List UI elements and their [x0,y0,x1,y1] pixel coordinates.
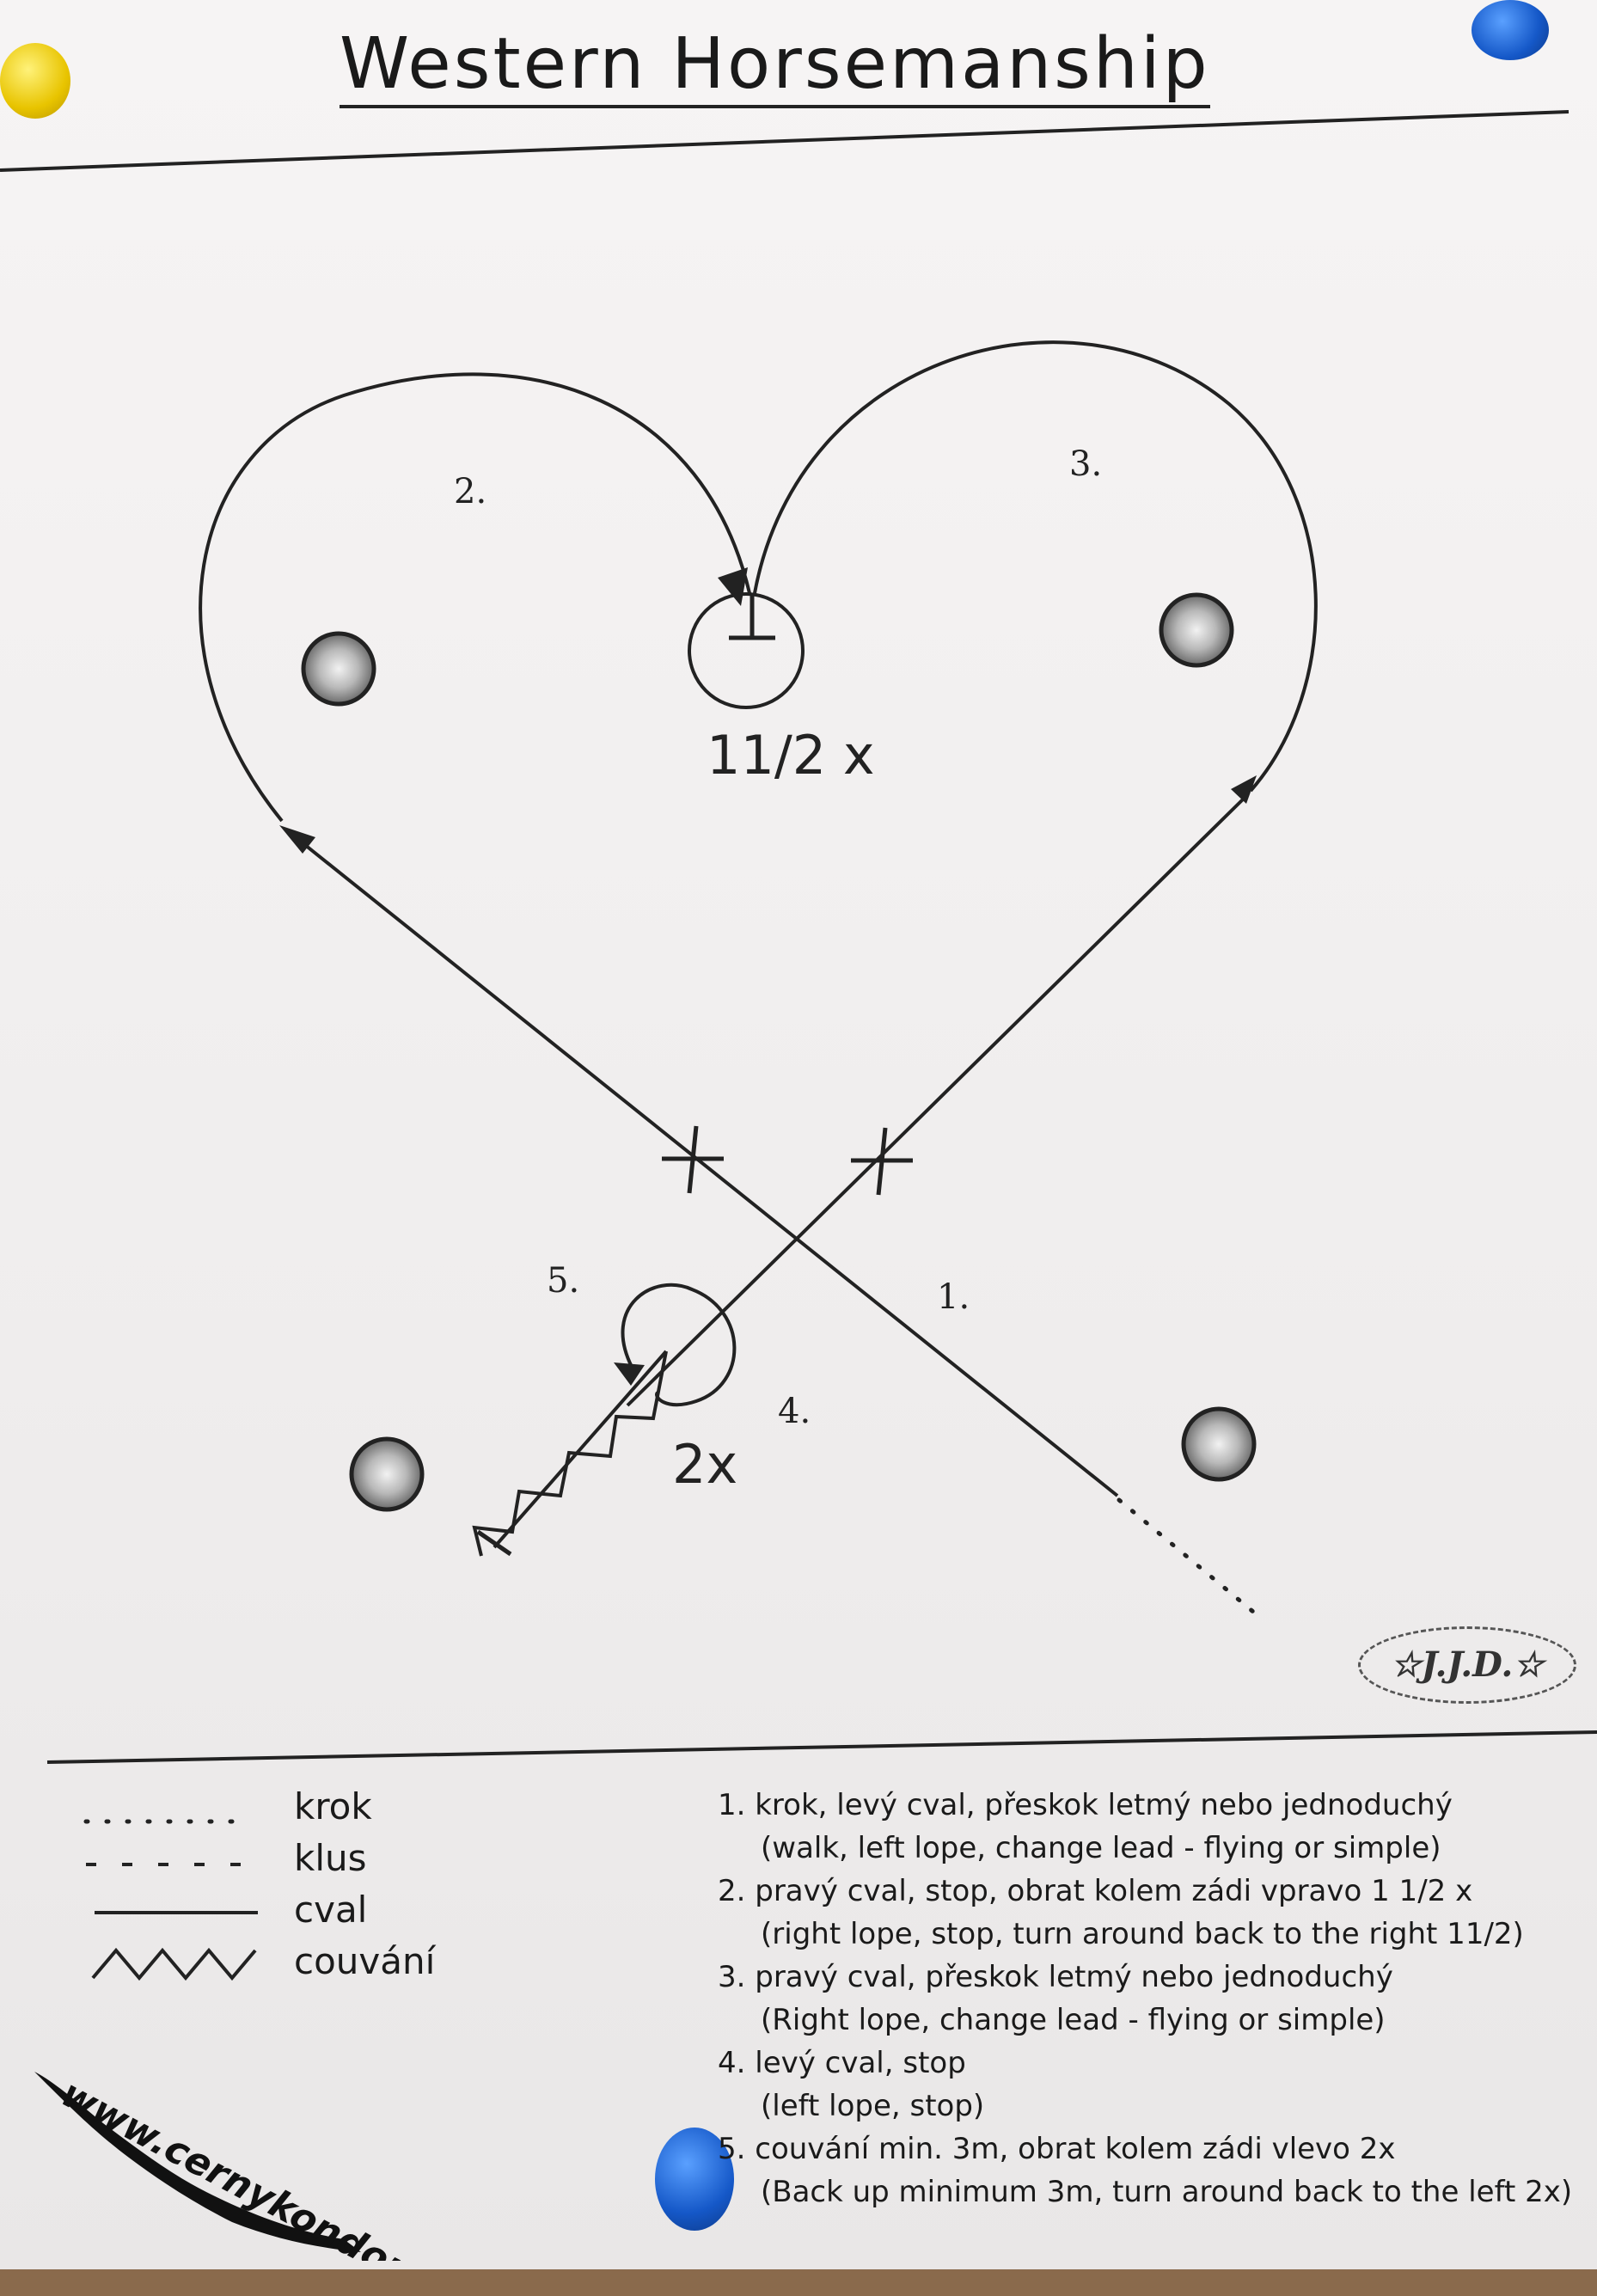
legend-item-lope: cval [69,1887,481,1934]
cone-marker [1181,1406,1257,1482]
legend-label: krok [294,1785,372,1828]
arrowhead-icon [1231,775,1257,804]
pattern-diagram: 1. 2. 3. 4. 5. 11/2 x 2x [0,110,1597,1764]
instructions-list: 1. krok, levý cval, přeskok letmý nebo j… [718,1784,1586,2213]
instruction-en: (left lope, stop) [761,2089,985,2123]
instruction-cz: 1. krok, levý cval, přeskok letmý nebo j… [718,1788,1453,1822]
step-label-3: 3. [1069,444,1102,484]
instruction-en: (Back up minimum 3m, turn around back to… [761,2175,1573,2209]
instruction-item: 1. krok, levý cval, přeskok letmý nebo j… [718,1784,1586,1870]
dashed-line-icon [86,1863,249,1866]
spin-circle-left [621,1283,737,1407]
turn-count-left: 2x [672,1433,737,1496]
arrowhead-icon [279,825,315,854]
instruction-cz: 4. levý cval, stop [718,2046,966,2080]
watermark-logo: www.cernykondor.cz [34,2072,461,2261]
legend-label: couvání [294,1940,436,1982]
step-label-1: 1. [937,1277,970,1317]
arrowhead-icon [718,567,748,606]
zigzag-line-icon [91,1947,257,1981]
legend-item-trot: klus [69,1835,481,1883]
header-rule [0,110,1569,172]
backup-zigzag [472,1350,668,1557]
step-label-2: 2. [454,472,486,511]
instruction-en: (walk, left lope, change lead - flying o… [761,1831,1441,1865]
legend-item-backup: couvání [69,1938,481,1986]
instruction-item: 3. pravý cval, přeskok letmý nebo jednod… [718,1956,1586,2042]
instruction-en: (right lope, stop, turn around back to t… [761,1917,1524,1951]
legend-label: klus [294,1837,367,1879]
walk-path [1117,1497,1266,1623]
yellow-pushpin-icon [0,43,70,119]
legend: krok klus cval couvání [69,1784,481,2007]
cone-marker [349,1436,425,1512]
cone-marker [301,631,376,707]
turn-count-right: 11/2 x [707,724,875,787]
page-title: Western Horsemanship [340,25,1210,109]
legend-label: cval [294,1889,368,1931]
instruction-cz: 3. pravý cval, přeskok letmý nebo jednod… [718,1960,1393,1994]
solid-line-icon [95,1911,258,1914]
lope-path-2 [199,372,751,823]
step-label-5: 5. [547,1261,579,1301]
legend-item-walk: krok [69,1784,481,1831]
instruction-item: 4. levý cval, stop (left lope, stop) [718,2042,1586,2128]
instruction-en: (Right lope, change lead - flying or sim… [761,2003,1386,2037]
spin-circle-right [688,592,805,709]
legend-rule [46,1730,1597,1764]
step-label-4: 4. [778,1392,811,1431]
lope-path-3 [753,340,1318,793]
blue-pushpin-icon [1472,0,1549,60]
cone-marker [1159,592,1234,668]
lope-path-4 [626,796,1246,1407]
arrowhead-icon [614,1362,645,1386]
dotted-line-icon [83,1819,252,1824]
instruction-item: 5. couvání min. 3m, obrat kolem zádi vle… [718,2128,1586,2213]
instruction-cz: 2. pravý cval, stop, obrat kolem zádi vp… [718,1874,1473,1908]
watermark-text: www.cernykondor.cz [54,2072,461,2261]
author-stamp: ☆J.J.D.☆ [1358,1626,1576,1704]
instruction-cz: 5. couvání min. 3m, obrat kolem zádi vle… [718,2132,1396,2166]
lope-path-1 [295,836,1119,1497]
blue-pushpin-icon [655,2128,734,2231]
cork-board [0,2269,1597,2296]
instruction-item: 2. pravý cval, stop, obrat kolem zádi vp… [718,1870,1586,1956]
